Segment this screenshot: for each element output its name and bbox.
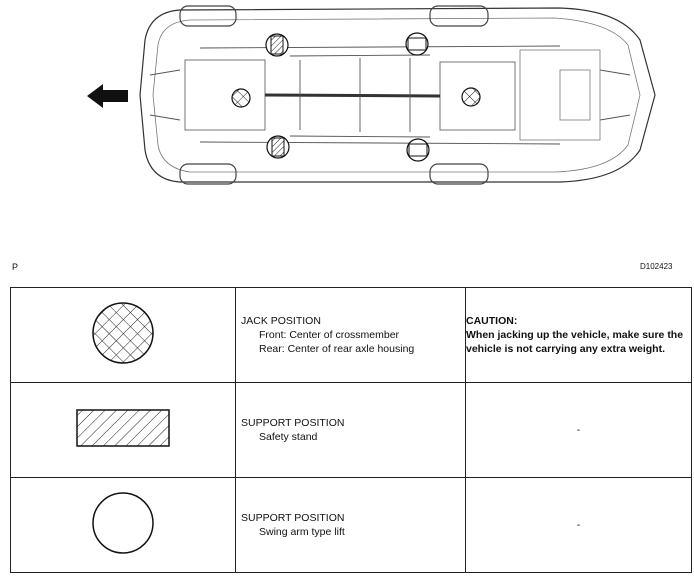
row-detail: Rear: Center of rear axle housing xyxy=(259,343,415,355)
symbol-cell xyxy=(10,477,236,573)
open-circle-icon xyxy=(92,491,154,554)
front-direction-arrow-icon xyxy=(87,84,128,108)
note-dash: - xyxy=(576,424,581,436)
table-row: SUPPORT POSITION Safety stand - xyxy=(10,382,692,478)
description-cell: SUPPORT POSITION Safety stand xyxy=(235,382,466,478)
figure-id: D102423 xyxy=(640,262,673,271)
row-detail: Safety stand xyxy=(259,431,318,443)
car-body-outline xyxy=(139,5,656,185)
front-left-support-icon xyxy=(265,33,289,57)
row-title: SUPPORT POSITION xyxy=(241,512,345,524)
jack-point-markers xyxy=(231,87,481,108)
note-cell: - xyxy=(465,382,692,478)
support-point-markers xyxy=(265,32,430,162)
symbol-cell xyxy=(10,287,236,383)
view-code: P xyxy=(12,262,19,272)
front-jack-point-icon xyxy=(231,88,251,108)
row-detail: Front: Center of crossmember xyxy=(259,329,400,341)
table-row: SUPPORT POSITION Swing arm type lift - xyxy=(10,477,692,573)
rear-right-support-icon xyxy=(406,138,430,162)
description-cell: SUPPORT POSITION Swing arm type lift xyxy=(235,477,466,573)
hatched-rectangle-icon xyxy=(76,408,170,447)
symbol-cell xyxy=(10,382,236,478)
row-title: SUPPORT POSITION xyxy=(241,417,345,429)
row-detail: Swing arm type lift xyxy=(259,526,345,538)
caution-title: CAUTION: xyxy=(466,315,518,327)
note-cell: - xyxy=(465,477,692,573)
caution-text: When jacking up the vehicle, make sure t… xyxy=(466,329,684,355)
table-row: JACK POSITION Front: Center of crossmemb… xyxy=(10,287,692,383)
vehicle-underbody-diagram xyxy=(87,5,656,185)
caution-cell: CAUTION: When jacking up the vehicle, ma… xyxy=(465,287,692,383)
row-title: JACK POSITION xyxy=(241,315,321,327)
rear-left-support-icon xyxy=(405,32,429,56)
rear-jack-point-icon xyxy=(461,87,481,107)
description-cell: JACK POSITION Front: Center of crossmemb… xyxy=(235,287,466,383)
crosshatch-circle-icon xyxy=(92,301,154,364)
legend-table: JACK POSITION Front: Center of crossmemb… xyxy=(10,287,692,573)
frame-rails xyxy=(149,45,631,145)
note-dash: - xyxy=(576,519,581,531)
front-right-support-icon xyxy=(266,135,290,159)
